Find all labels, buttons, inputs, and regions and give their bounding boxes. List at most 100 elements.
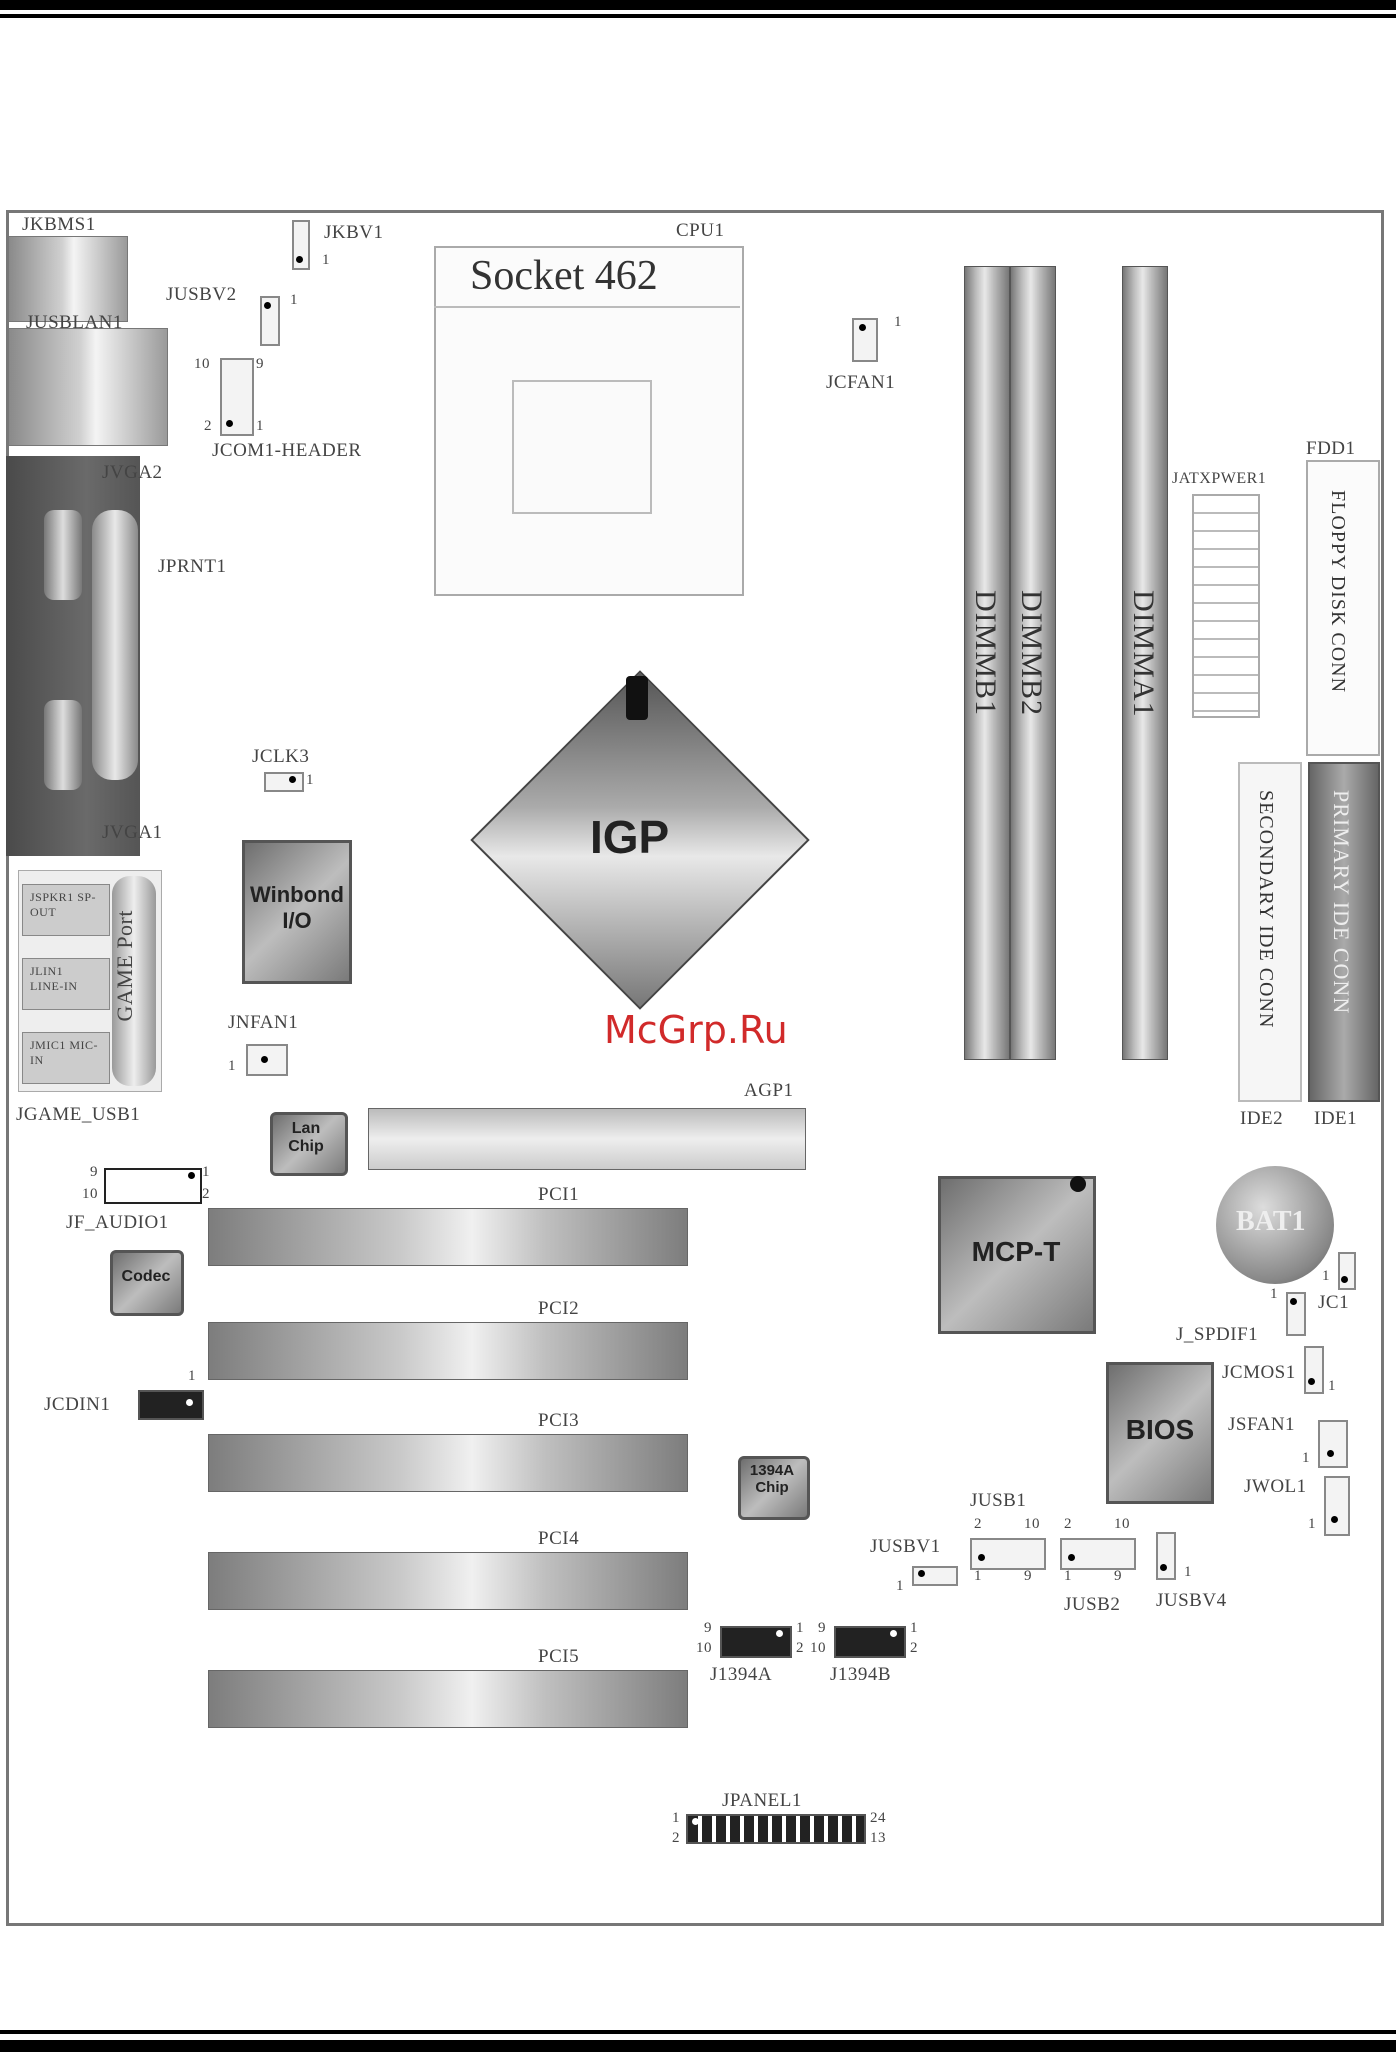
jusbv2-pin-label: 1 — [290, 292, 298, 308]
cpu-socket-header-strip — [434, 246, 740, 308]
jpanel1-label: JPANEL1 — [722, 1790, 802, 1811]
jusbv4-pin1 — [1160, 1564, 1167, 1571]
jc1-header — [1338, 1252, 1356, 1290]
dimmb2-slot — [1010, 266, 1056, 1060]
pci2-label: PCI2 — [538, 1298, 580, 1319]
socket-label: Socket 462 — [470, 253, 658, 299]
jcom1-pin10: 10 — [194, 356, 210, 372]
jusb2-pin9: 9 — [1114, 1568, 1122, 1584]
jusbv1-pin-label: 1 — [896, 1578, 904, 1594]
pci1-label: PCI1 — [538, 1184, 580, 1205]
jmic1-jack — [22, 1032, 110, 1084]
bottom-rule-thick — [0, 2040, 1396, 2052]
bottom-rule-thin — [0, 2030, 1396, 2034]
pci4-label: PCI4 — [538, 1528, 580, 1549]
jcdin1-header — [138, 1390, 204, 1420]
jf-audio1-pin10: 10 — [82, 1186, 98, 1202]
chip-1394a-label: 1394A Chip — [749, 1462, 795, 1496]
watermark: McGrp.Ru — [604, 1008, 788, 1052]
jcmos1-label: JCMOS1 — [1222, 1362, 1296, 1383]
jclk3-header — [264, 772, 304, 792]
ide2-conn-label: SECONDARY IDE CONN — [1255, 790, 1277, 1029]
lan-chip — [270, 1112, 348, 1176]
jcom1-label: JCOM1-HEADER — [212, 440, 362, 461]
jcfan1-label: JCFAN1 — [826, 372, 896, 393]
jcmos1-pin-label: 1 — [1328, 1378, 1336, 1394]
j1394b-pin10: 10 — [810, 1640, 826, 1656]
jcom1-pin2: 2 — [204, 418, 212, 434]
bat1-label: BAT1 — [1236, 1206, 1306, 1237]
jnfan1-label: JNFAN1 — [228, 1012, 299, 1033]
j1394a-label: J1394A — [710, 1664, 773, 1685]
game-port-label: GAME Port — [112, 910, 137, 1022]
pci4-slot — [208, 1552, 688, 1610]
j1394b-label: J1394B — [830, 1664, 892, 1685]
jf-audio1-label: JF_AUDIO1 — [66, 1212, 169, 1233]
dimmb2-label: DIMMB2 — [1015, 590, 1048, 717]
top-rule-thick — [0, 0, 1396, 10]
jclk3-label: JCLK3 — [252, 746, 310, 767]
jf-audio1-header — [104, 1168, 202, 1204]
j1394b-pin1-label: 1 — [910, 1620, 918, 1636]
jcdin1-label: JCDIN1 — [44, 1394, 111, 1415]
igp-label: IGP — [590, 811, 670, 863]
jusb2-pin10: 10 — [1114, 1516, 1130, 1532]
jclk3-pin-label: 1 — [306, 772, 314, 788]
jwol1-pin1 — [1331, 1516, 1338, 1523]
jcfan1-pin1 — [859, 324, 866, 331]
winbond-io-chip — [242, 840, 352, 984]
jsfan1-pin1 — [1327, 1450, 1334, 1457]
igp-pin1-marker — [626, 676, 648, 720]
jusb1-label: JUSB1 — [970, 1490, 1027, 1511]
jusbv1-pin1 — [918, 1570, 925, 1577]
jspkr1-label: JSPKR1 SP-OUT — [30, 890, 97, 919]
jwol1-pin-label: 1 — [1308, 1516, 1316, 1532]
jvga2-label: JVGA2 — [102, 462, 163, 483]
dimmb1-slot — [964, 266, 1010, 1060]
lan-chip-label: Lan Chip — [288, 1120, 324, 1155]
jlin1-label: JLIN1 LINE-IN — [30, 964, 78, 993]
j1394b-pin1 — [890, 1630, 897, 1637]
game-port-connector — [112, 876, 156, 1086]
pci3-slot — [208, 1434, 688, 1492]
jusbv2-pin1 — [264, 302, 271, 309]
jkbv1-pin-label: 1 — [322, 252, 330, 268]
jusb1-pin1-label: 1 — [974, 1568, 982, 1584]
jusblan1-label: JUSBLAN1 — [26, 312, 123, 333]
dimma1-slot — [1122, 266, 1168, 1060]
jusb2-pin2: 2 — [1064, 1516, 1072, 1532]
jvga1-port — [44, 700, 82, 790]
jkbv1-label: JKBV1 — [324, 222, 384, 243]
jprnt1-label: JPRNT1 — [158, 556, 227, 577]
jcdin1-pin-label: 1 — [188, 1368, 196, 1384]
jusbv1-label: JUSBV1 — [870, 1536, 941, 1557]
mcp-t-pin1-marker — [1070, 1176, 1086, 1192]
pci2-slot — [208, 1322, 688, 1380]
j1394a-pin2-label: 2 — [796, 1640, 804, 1656]
jclk3-pin1 — [289, 776, 296, 783]
jcfan1-header — [852, 318, 878, 362]
bios-chip — [1106, 1362, 1214, 1504]
ide1-conn-label: PRIMARY IDE CONN — [1329, 790, 1354, 1015]
pci1-slot — [208, 1208, 688, 1266]
j-spdif1-label: J_SPDIF1 — [1176, 1324, 1259, 1345]
winbond-io-label: Winbond I/O — [250, 882, 344, 933]
dimma1-label: DIMMA1 — [1127, 590, 1160, 718]
jf-audio1-pin1-label: 1 — [202, 1164, 210, 1180]
ide2-connector — [1238, 762, 1302, 1102]
fdd1-label: FDD1 — [1306, 438, 1356, 459]
cpu-socket-center — [512, 380, 652, 514]
agp1-label: AGP1 — [744, 1080, 794, 1101]
jgame-usb1-label: JGAME_USB1 — [16, 1104, 141, 1125]
jpanel1-pin1 — [692, 1818, 699, 1825]
chip-1394a — [738, 1456, 810, 1520]
jsfan1-pin-label: 1 — [1302, 1450, 1310, 1466]
pci5-label: PCI5 — [538, 1646, 580, 1667]
codec-chip — [110, 1250, 184, 1316]
jc1-label: JC1 — [1318, 1292, 1350, 1313]
jcmos1-pin1 — [1308, 1378, 1315, 1385]
jusb1-pin1 — [978, 1554, 985, 1561]
pci3-label: PCI3 — [538, 1410, 580, 1431]
jusb2-pin1-label: 1 — [1064, 1568, 1072, 1584]
j1394b-pin9: 9 — [818, 1620, 826, 1636]
